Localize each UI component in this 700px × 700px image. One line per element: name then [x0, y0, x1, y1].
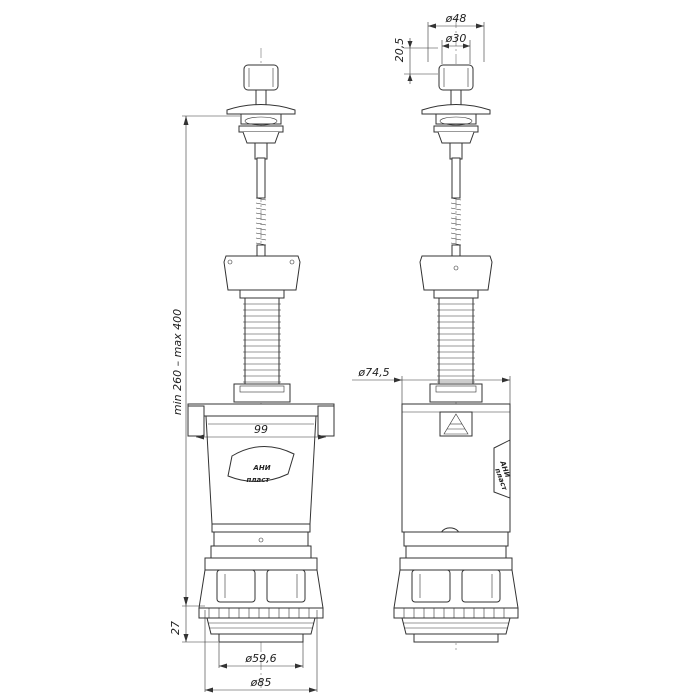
bottom-height-label: 27 — [169, 621, 182, 635]
button-height-label: 20,5 — [393, 38, 406, 63]
side-brand-logo: АНИ пласт — [493, 439, 512, 499]
logo-brand-text: АНИ — [252, 464, 270, 472]
body-diameter-label: ø74,5 — [357, 366, 389, 379]
overflow-width-label: 99 — [254, 423, 268, 436]
logo-subtitle-text: пласт — [247, 476, 271, 484]
front-dimensions: min 260 – max 400 27 99 ø59,6 ø85 — [169, 115, 326, 693]
height-range-label: min 260 – max 400 — [171, 309, 184, 415]
outlet-outer-diameter-label: ø85 — [250, 676, 272, 689]
side-view: АНИ пласт — [393, 18, 519, 650]
button-outer-diameter-label: ø48 — [445, 12, 467, 25]
button-inner-diameter-label: ø30 — [445, 32, 467, 45]
brand-logo: АНИ пласт — [227, 445, 295, 484]
outlet-inner-diameter-label: ø59,6 — [244, 652, 276, 665]
front-view: АНИ пласт — [187, 48, 335, 690]
side-dimensions: ø48 ø30 20,5 ø74,5 — [352, 12, 511, 404]
